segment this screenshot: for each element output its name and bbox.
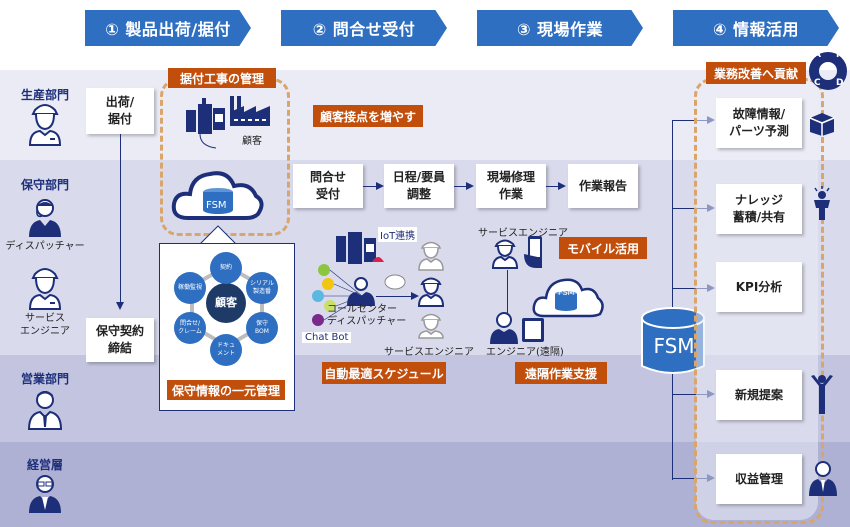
fsm-cloud-icon <box>171 171 264 220</box>
chatbot-label: Chat Bot <box>302 332 352 343</box>
parts-box-icon <box>809 113 835 136</box>
customer-label: 顧客 <box>242 136 262 147</box>
service-engineer-icon <box>28 268 62 310</box>
twitter-icon <box>322 278 334 290</box>
fsm-database-icon <box>641 307 705 374</box>
improvement-badge: 業務改善へ貢献 <box>706 62 806 84</box>
output-proposal-box: 新規提案 <box>716 370 802 420</box>
chat-icon <box>324 300 336 312</box>
arrow-right-icon <box>376 182 384 190</box>
callout-pointer <box>199 225 237 245</box>
flow-repair-box: 現場修理 作業 <box>476 164 546 208</box>
branch-line <box>672 208 708 209</box>
dept-maintenance: 保守部門 <box>20 178 69 192</box>
pdca-a: A <box>814 50 821 60</box>
smartphone-icon <box>524 236 542 268</box>
touchpoint-badge: 顧客接点を増やす <box>313 105 423 127</box>
hub-node-monitoring: 稼働監視 <box>174 272 206 304</box>
step-3-field-work: ③ 現場作業 <box>477 10 643 46</box>
output-kpi-box: KPI分析 <box>716 262 802 312</box>
iot-machine-icon <box>336 232 384 264</box>
output-knowledge-box: ナレッジ 蓄積/共有 <box>716 184 802 234</box>
role-dispatcher: ディスパッチャー <box>5 241 85 252</box>
engineer-link-line <box>507 270 508 318</box>
remote-engineer-icon <box>490 312 544 344</box>
flow-report-box: 作業報告 <box>568 164 638 208</box>
step-1-shipping-install: ① 製品出荷/据付 <box>85 10 251 46</box>
executive-small-icon <box>809 461 837 496</box>
pdca-cycle-icon <box>809 52 847 90</box>
arrow-right-icon <box>411 292 419 300</box>
hub-node-inquiry: 問合せ/ クレーム <box>174 312 206 344</box>
step-4-info-use: ④ 情報活用 <box>673 10 839 46</box>
mobile-icon <box>312 314 324 326</box>
fsm-database-label: FSM <box>653 334 695 358</box>
field-engineer-label: サービスエンジニア <box>478 228 568 239</box>
executive-icon <box>29 475 61 513</box>
arrow-right-icon <box>466 182 474 190</box>
channel-icons <box>312 264 363 326</box>
branch-line <box>672 120 708 121</box>
distribution-trunk-line <box>672 120 673 480</box>
arrow-right-icon <box>558 182 566 190</box>
cheering-person-icon <box>811 375 833 414</box>
pdca-c: C <box>814 78 821 88</box>
hub-node-contract: 契約 <box>210 252 242 284</box>
pdca-d: D <box>836 78 844 88</box>
fsm-cloud-label: FSM <box>206 200 227 211</box>
output-failure-parts-box: 故障情報/ パーツ予測 <box>716 98 802 148</box>
output-revenue-box: 収益管理 <box>716 454 802 504</box>
dept-executive: 経営層 <box>26 458 63 472</box>
mobile-badge: モバイル活用 <box>559 237 647 259</box>
ship-install-box: 出荷/ 据付 <box>86 88 154 134</box>
unified-management-badge: 保守情報の一元管理 <box>167 380 285 400</box>
machine-icon <box>186 98 225 149</box>
dept-production: 生産部門 <box>20 88 69 102</box>
hub-node-serial: シリアル 製造番 <box>246 272 278 304</box>
ship-to-contract-line <box>120 134 121 304</box>
engineer-group-icons <box>417 241 445 339</box>
brain-ai-icon <box>384 274 406 290</box>
hub-node-document: ドキュ メント <box>210 334 242 366</box>
hub-center-customer: 顧客 <box>206 283 246 323</box>
mail-icon <box>312 290 324 302</box>
branch-line <box>672 288 708 289</box>
call-center-label: コールセンター ディスパッチャー <box>327 304 407 327</box>
field-engineer-icon <box>491 239 519 269</box>
flow-connector <box>363 186 377 187</box>
iot-label: IoT連携 <box>378 227 418 242</box>
phone-icon <box>318 264 330 276</box>
flow-connector <box>546 186 560 187</box>
dispatch-line <box>376 296 412 297</box>
flow-inquiry-box: 問合せ 受付 <box>293 164 363 208</box>
remote-engineer-label: エンジニア(遠隔) <box>486 347 564 358</box>
dispatcher-icon <box>29 199 61 237</box>
fsm-cloud-small-icon <box>532 278 604 318</box>
remote-support-badge: 遠隔作業支援 <box>515 362 607 384</box>
service-engineer-label: サービスエンジニア <box>384 347 474 358</box>
fsm-small-label: FSM <box>558 288 575 297</box>
role-service-engineer: サービス エンジニア <box>20 313 70 337</box>
install-management-badge: 据付工事の管理 <box>168 68 276 88</box>
pdca-p: P <box>836 50 843 60</box>
hub-node-bom: 保守 BOM <box>246 312 278 344</box>
idea-person-icon <box>814 186 830 220</box>
worker-icon <box>28 104 62 146</box>
flow-connector <box>454 186 468 187</box>
auto-schedule-badge: 自動最適スケジュール <box>322 362 446 384</box>
factory-icon <box>230 96 270 126</box>
call-center-operator-icon <box>347 277 375 306</box>
maintenance-contract-box: 保守契約 締結 <box>86 318 154 362</box>
step-2-inquiry: ② 問合せ受付 <box>281 10 447 46</box>
flow-schedule-box: 日程/要員 調整 <box>384 164 454 208</box>
branch-line <box>672 394 708 395</box>
branch-line <box>672 478 708 479</box>
dept-sales: 営業部門 <box>20 372 69 386</box>
salesperson-icon <box>27 391 63 430</box>
arrow-down-icon <box>116 302 124 310</box>
